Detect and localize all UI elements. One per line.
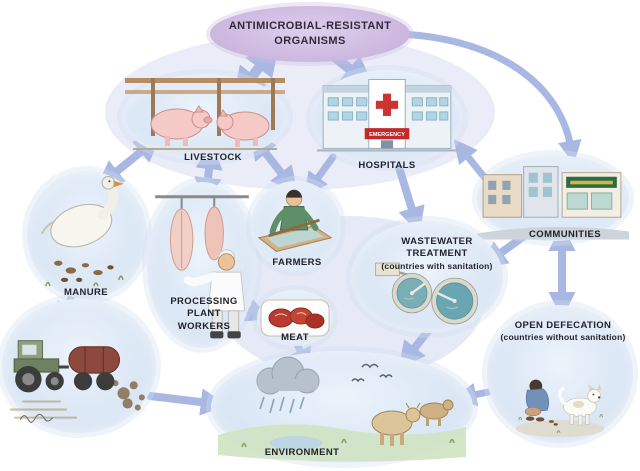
node-open-defecation	[487, 305, 633, 443]
livestock-pigs-icon	[125, 78, 285, 150]
farmer-icon	[257, 189, 333, 252]
arrow-livestock-farmers	[249, 131, 298, 195]
node-processing-plant-workers-label: PROCESSING PLANT WORKERS	[170, 296, 238, 332]
node-manure	[27, 171, 147, 299]
title-line1: ANTIMICROBIAL-RESISTANT	[228, 20, 392, 33]
node-manure-spreading	[2, 299, 156, 433]
node-wastewater-treatment-label: WASTEWATER TREATMENT	[401, 236, 473, 260]
node-hospitals-label: HOSPITALS	[358, 160, 416, 171]
emergency-sign	[364, 128, 410, 140]
node-wastewater-treatment-label-block: WASTEWATER TREATMENT (countries with san…	[378, 236, 496, 271]
poultry-manure-icon	[40, 176, 125, 287]
node-open-defecation-label: OPEN DEFECATION	[514, 320, 612, 331]
tractor-manure-spreader-icon	[10, 340, 145, 423]
wastewater-ponds-icon	[375, 263, 478, 325]
title-bubble: ANTIMICROBIAL-RESISTANT ORGANISMS	[210, 6, 410, 62]
node-farmers	[251, 181, 341, 271]
node-environment-label: ENVIRONMENT	[264, 447, 340, 458]
packaged-meat-icon	[260, 299, 330, 337]
arrow-hospitals-wastewater	[393, 157, 425, 235]
node-communities-label: COMMUNITIES	[529, 229, 601, 240]
node-open-defecation-sublabel: (countries without sanitation)	[500, 332, 626, 343]
node-environment	[211, 351, 473, 463]
birds-icon	[351, 363, 393, 383]
arrow-livestock-manure	[96, 135, 162, 188]
node-open-defecation-label-block: OPEN DEFECATION (countries without sanit…	[500, 320, 626, 343]
node-livestock	[122, 74, 288, 160]
cow-icon	[371, 399, 454, 446]
hospital-building-icon: EMERGENCY	[317, 78, 457, 152]
arrow-hospitals-farmers	[304, 153, 337, 197]
node-hospitals: EMERGENCY	[311, 70, 463, 166]
title-line2: ORGANISMS	[274, 35, 346, 47]
arrow-organisms-communities	[398, 30, 582, 165]
arrow-livestock-processing	[194, 142, 223, 205]
node-farmers-label: FARMERS	[272, 257, 322, 268]
emergency-sign-text: EMERGENCY	[369, 132, 405, 138]
node-wastewater-treatment-sublabel: (countries with sanitation)	[381, 260, 493, 271]
node-manure-label: MANURE	[63, 287, 109, 298]
open-defecation-icon	[515, 379, 605, 438]
arrow-communities-wastewater	[479, 233, 527, 269]
arrow-organisms-hospitals	[331, 53, 376, 90]
node-processing-plant-workers	[147, 182, 257, 348]
node-meat-label: MEAT	[281, 332, 309, 343]
node-wastewater-treatment	[351, 221, 503, 333]
node-livestock-label: LIVESTOCK	[184, 152, 242, 163]
environment-scene-icon	[218, 356, 466, 462]
arrow-spreading-environment	[146, 388, 228, 416]
meat-processing-worker-icon	[155, 195, 249, 339]
node-meat	[257, 290, 333, 346]
artist-signature	[19, 413, 54, 423]
